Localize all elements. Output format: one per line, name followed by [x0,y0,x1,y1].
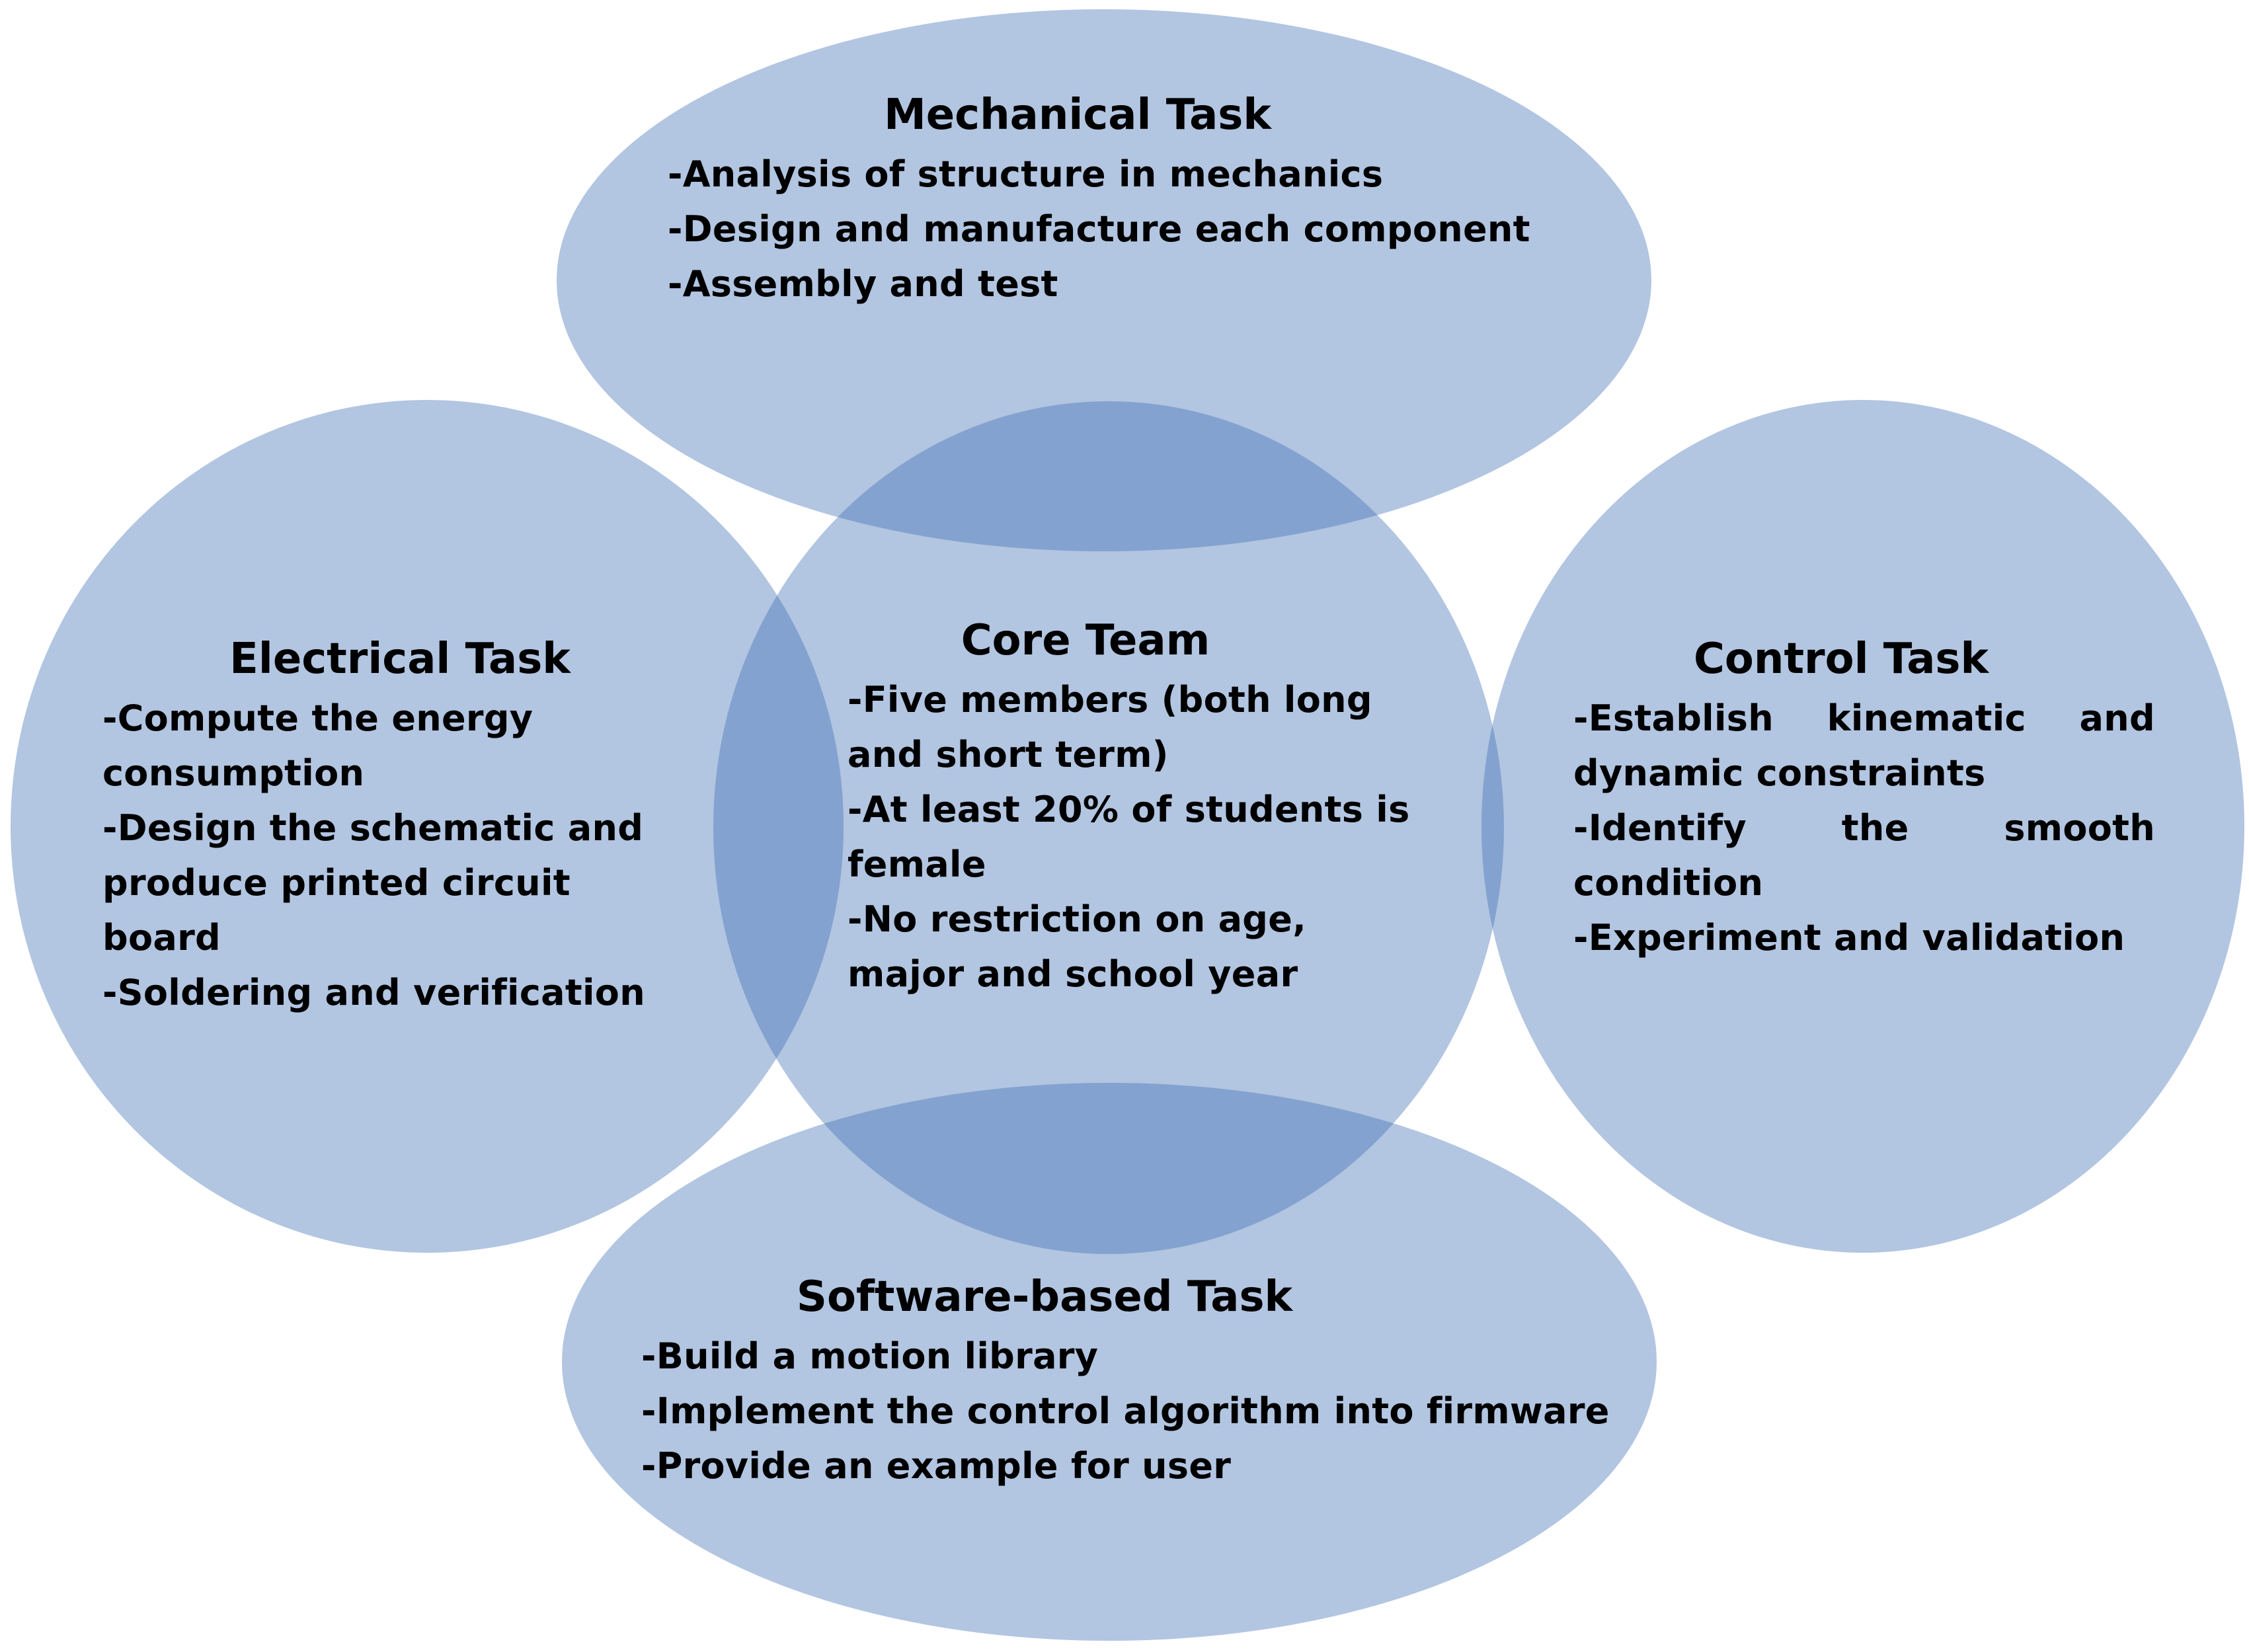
software-item: -Build a motion library [641,1335,1099,1377]
core-title: Core Team [961,616,1210,665]
mechanical-title: Mechanical Task [884,91,1271,139]
software-title: Software-based Task [796,1273,1293,1321]
electrical-items: -Compute the energy consumption -Design … [102,691,671,1020]
electrical-node: Electrical Task -Compute the energy cons… [102,631,671,1020]
mechanical-ellipse [557,9,1651,551]
control-title: Control Task [1693,635,1989,684]
control-item: -Experiment and validation [1573,917,2125,959]
control-node: Control Task -Establish kinematic and dy… [1573,631,2155,965]
software-ellipse [562,1083,1657,1641]
core-item: -At least 20% of students is female [848,789,1410,885]
electrical-title: Electrical Task [229,635,571,684]
electrical-circle [11,400,844,1253]
mechanical-item: -Analysis of structure in mechanics [668,153,1384,195]
electrical-item: -Design the schematic and produce printe… [102,807,644,959]
mechanical-node: Mechanical Task -Analysis of structure i… [668,87,1530,311]
core-item: -Five members (both long and short term) [848,679,1372,775]
electrical-item: -Compute the energy consumption [102,697,533,794]
core-item: -No restriction on age, major and school… [848,898,1307,995]
control-circle [1481,400,2244,1253]
software-node: Software-based Task -Build a motion libr… [641,1269,1610,1493]
software-item: -Provide an example for user [641,1445,1232,1487]
core-node: Core Team -Five members (both long and s… [848,613,1429,1002]
electrical-item: -Soldering and verification [102,972,645,1013]
mechanical-item: -Design and manufacture each component [668,208,1530,250]
control-items: -Establish kinematic and dynamic constra… [1573,691,2155,965]
mechanical-item: -Assembly and test [668,263,1058,305]
core-circle [713,401,1504,1254]
software-items: -Build a motion library -Implement the c… [641,1329,1610,1493]
control-item: -Establish kinematic and dynamic constra… [1573,697,2155,794]
software-item: -Implement the control algorithm into fi… [641,1390,1610,1432]
mechanical-items: -Analysis of structure in mechanics -Des… [668,147,1530,311]
core-items: -Five members (both long and short term)… [848,672,1429,1002]
control-item: -Identify the smooth condition [1573,807,2155,904]
